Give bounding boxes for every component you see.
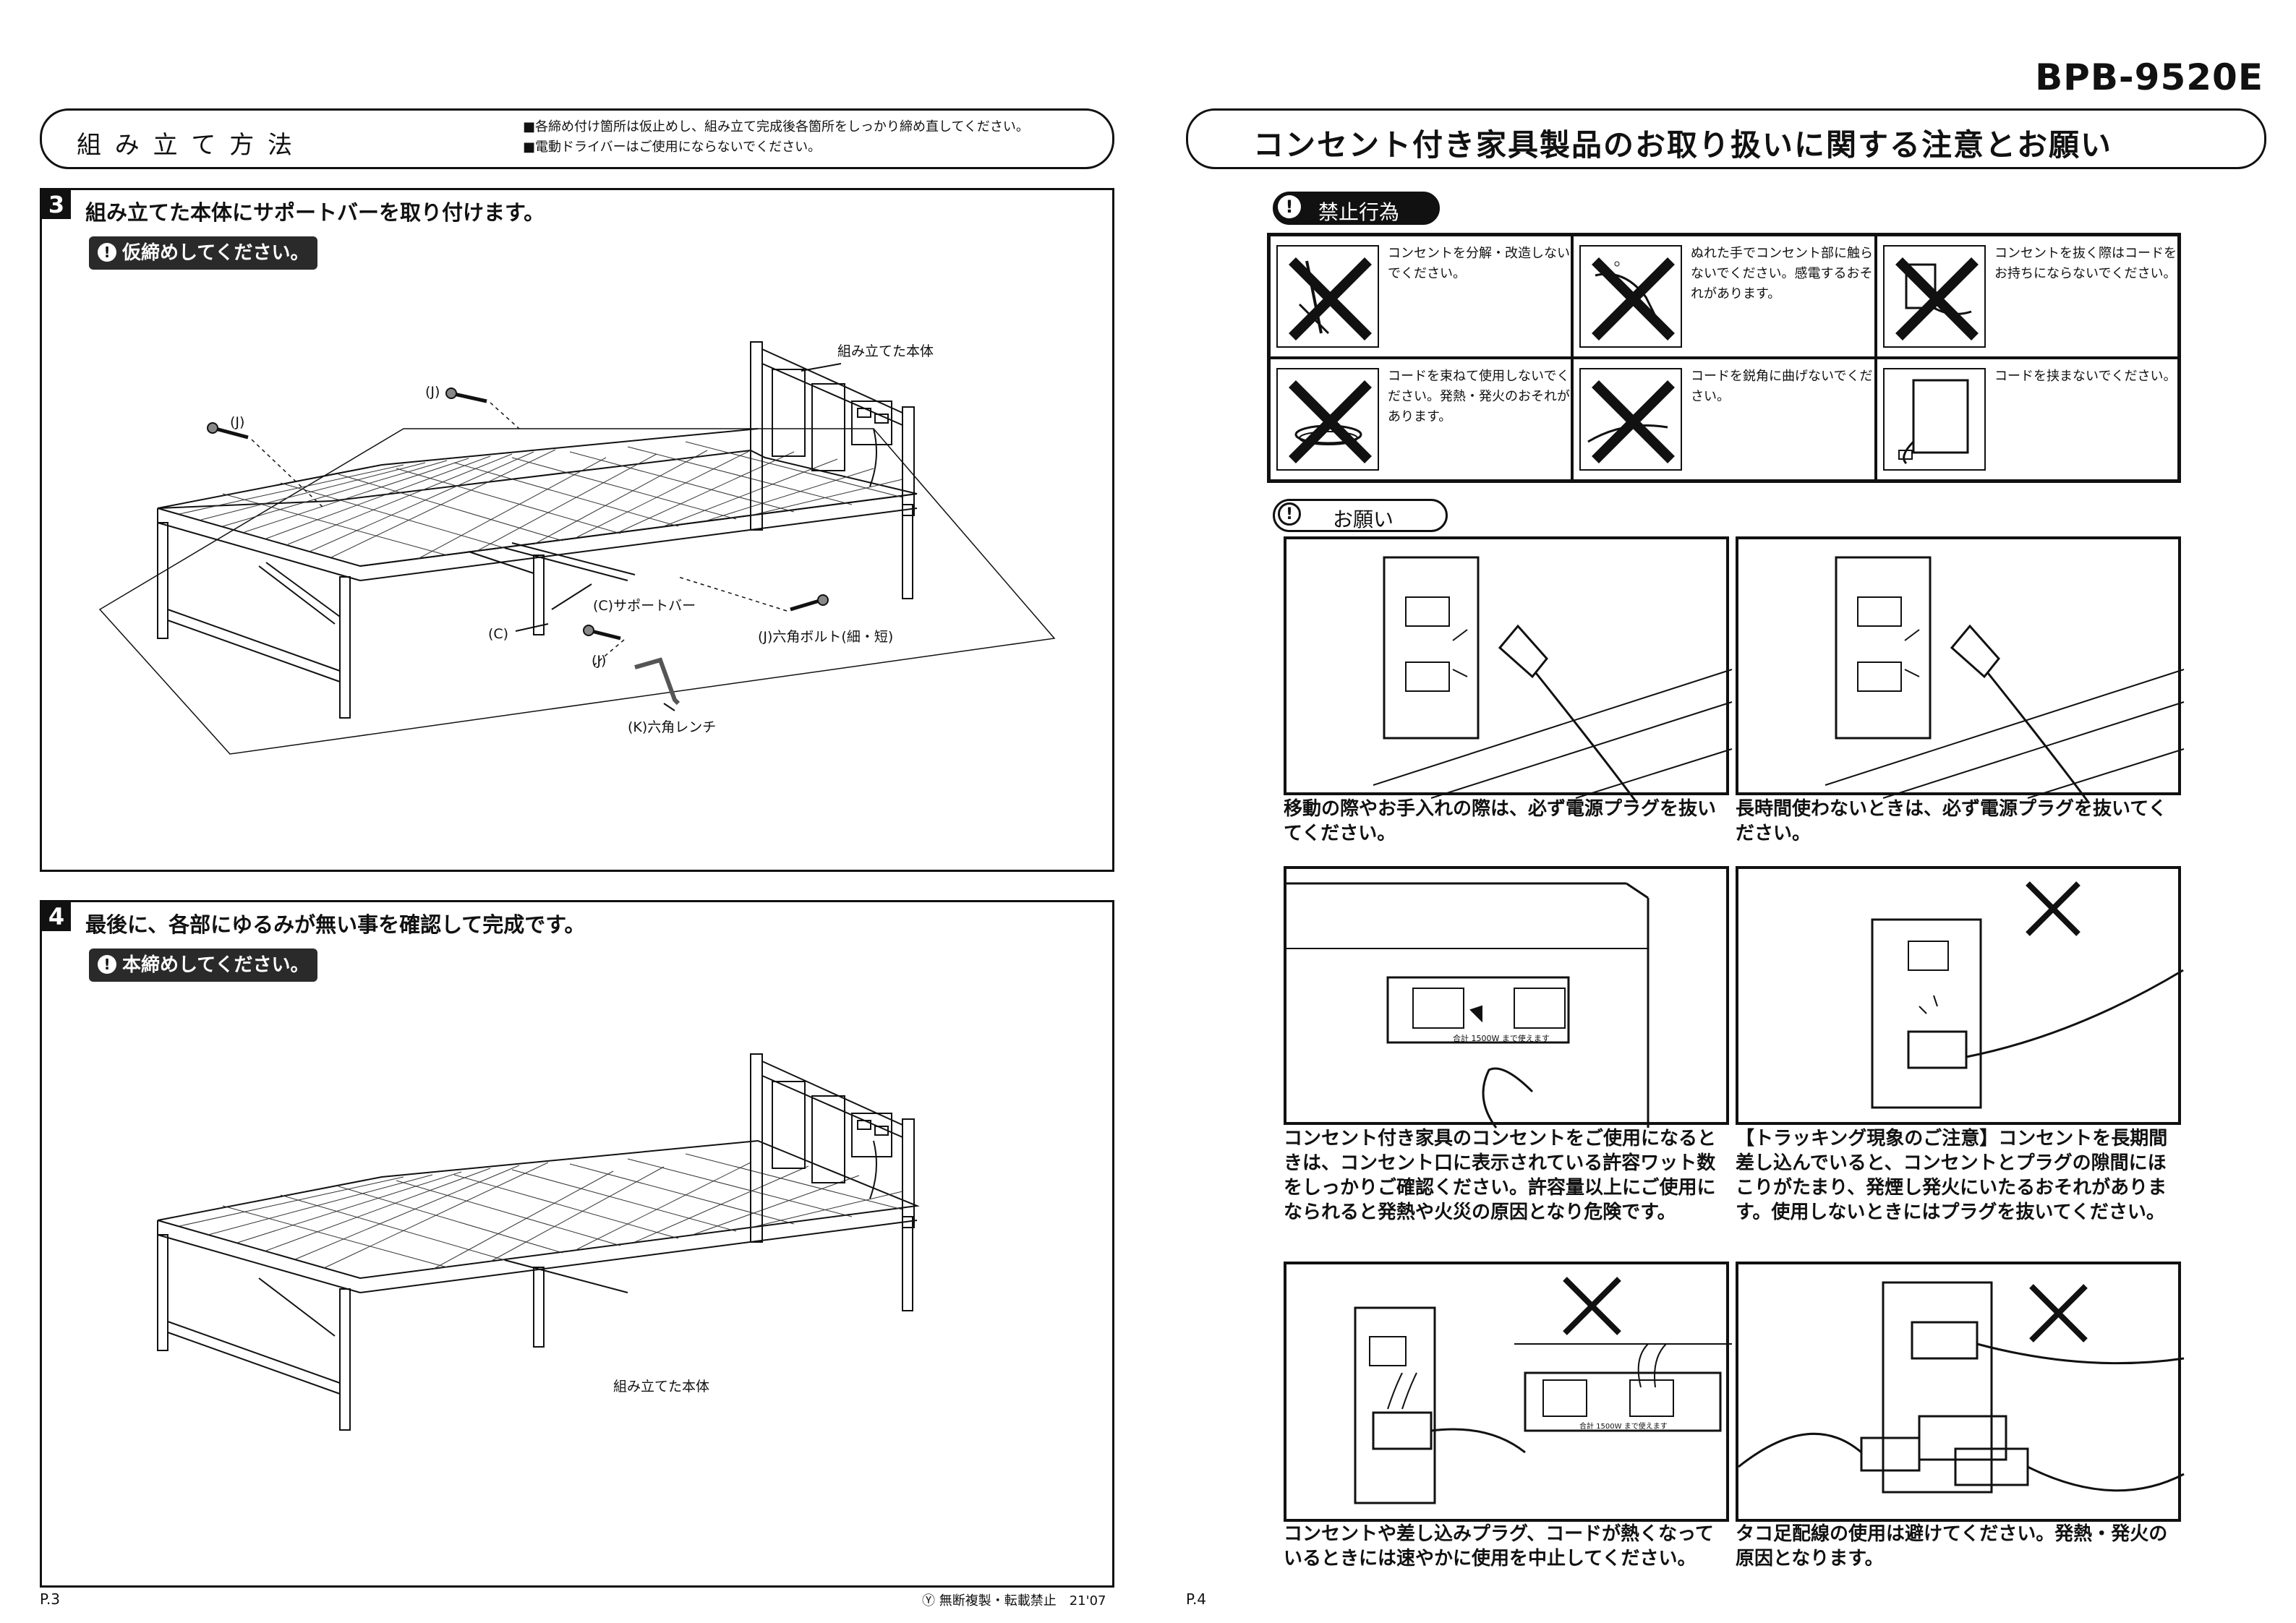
request-caption: コンセントや差し込みプラグ、コードが熱くなっているときには速やかに使用を中止して… bbox=[1284, 1523, 1714, 1570]
bed-assembly-illustration bbox=[98, 341, 1056, 755]
step4-title: 最後に、各部にゆるみが無い事を確認して完成です。 bbox=[85, 912, 586, 937]
screwdriver-icon bbox=[1276, 245, 1379, 348]
prohibited-text: コードを鋭角に曲げないでください。 bbox=[1691, 369, 1873, 404]
label-hex-wrench: (K)六角レンチ bbox=[628, 719, 717, 735]
step3-title: 組み立てた本体にサポートバーを取り付けます。 bbox=[85, 200, 545, 225]
label-body: 組み立てた本体 bbox=[837, 343, 934, 359]
exclamation-icon: ! bbox=[1278, 502, 1301, 526]
exclamation-icon: ! bbox=[98, 242, 116, 262]
left-header: 組 み 立 て 方 法 ■各締め付け箇所は仮止めし、組み立て完成後各箇所をしっか… bbox=[40, 108, 1114, 169]
prohibited-label: ! 禁止行為 bbox=[1273, 192, 1440, 225]
prohibited-item: コードを挟まないでください。 bbox=[1876, 358, 2179, 481]
pinched-cord-icon bbox=[1883, 368, 1986, 471]
prohibited-item: コンセントを分解・改造しないでください。 bbox=[1269, 235, 1572, 358]
right-header: コンセント付き家具製品のお取り扱いに関する注意とお願い bbox=[1186, 108, 2266, 169]
page-number-right: P.4 bbox=[1186, 1590, 1207, 1608]
prohibited-label-text: 禁止行為 bbox=[1318, 200, 1400, 224]
request-caption: タコ足配線の使用は避けてください。発熱・発火の原因となります。 bbox=[1736, 1523, 2168, 1570]
request-panel: 合計 1500W まで使えます bbox=[1284, 1262, 1732, 1522]
copyright-notice: Ⓨ 無断複製・転載禁止 21'07 bbox=[922, 1593, 1106, 1609]
step3-number: 3 bbox=[42, 190, 71, 219]
wet-hand-icon bbox=[1579, 245, 1682, 348]
request-caption: 長時間使わないときは、必ず電源プラグを抜いてください。 bbox=[1736, 798, 2167, 844]
request-caption: コンセント付き家具のコンセントをご使用になるときは、コンセント口に表示されている… bbox=[1284, 1128, 1717, 1223]
request-caption: 移動の際やお手入れの際は、必ず電源プラグを抜いてください。 bbox=[1284, 798, 1717, 844]
prohibited-item: ぬれた手でコンセント部に触らないでください。感電するおそれがあります。 bbox=[1572, 235, 1876, 358]
step3-box: 3 組み立てた本体にサポートバーを取り付けます。 ! 仮締めしてください。 bbox=[40, 188, 1114, 872]
bent-cord-icon bbox=[1579, 368, 1682, 471]
step4-tag: ! 本締めしてください。 bbox=[89, 948, 318, 982]
prohibited-text: コンセントを抜く際はコードをお持ちにならないでください。 bbox=[1994, 246, 2177, 281]
step3-tag-text: 仮締めしてください。 bbox=[122, 242, 310, 264]
step3-tag: ! 仮締めしてください。 bbox=[89, 236, 318, 270]
step4-box: 4 最後に、各部にゆるみが無い事を確認して完成です。 ! 本締めしてください。 bbox=[40, 900, 1114, 1588]
prohibited-text: ぬれた手でコンセント部に触らないでください。感電するおそれがあります。 bbox=[1691, 246, 1873, 301]
request-panel bbox=[1284, 536, 1733, 804]
assembly-note-1: ■各締め付け箇所は仮止めし、組み立て完成後各箇所をしっかり締め直してください。 bbox=[523, 119, 1029, 134]
prohibited-item: コンセントを抜く際はコードをお持ちにならないでください。 bbox=[1876, 235, 2179, 358]
label-c: (C) bbox=[488, 626, 509, 642]
prohibited-item: コードを鋭角に曲げないでください。 bbox=[1572, 358, 1876, 481]
completed-bed-illustration bbox=[157, 1053, 920, 1431]
step4-tag-text: 本締めしてください。 bbox=[122, 954, 310, 976]
label-j-top: (J) bbox=[425, 384, 440, 400]
request-panel: 合計 1500W まで使えます bbox=[1284, 866, 1729, 1129]
label-j-bottom: (J) bbox=[592, 653, 607, 669]
label-hex-bolt: (J)六角ボルト(細・短) bbox=[758, 629, 894, 645]
request-panel bbox=[1736, 866, 2184, 1125]
request-label-text: お願い bbox=[1333, 508, 1394, 531]
label-support-bar: (C)サポートバー bbox=[593, 598, 696, 614]
model-number: BPB-9520E bbox=[2035, 56, 2263, 98]
label-completed-body: 組み立てた本体 bbox=[613, 1379, 710, 1395]
pull-cord-icon bbox=[1883, 245, 1986, 348]
prohibited-grid: コンセントを分解・改造しないでください。 ぬれた手でコンセント部に触らないでくだ… bbox=[1267, 233, 2181, 483]
request-caption: 【トラッキング現象のご注意】コンセントを長期間差し込んでいると、コンセントとプラ… bbox=[1736, 1128, 2168, 1223]
prohibited-text: コードを束ねて使用しないでください。発熱・発火のおそれがあります。 bbox=[1388, 369, 1570, 424]
right-header-title: コンセント付き家具製品のお取り扱いに関する注意とお願い bbox=[1253, 127, 2113, 163]
step4-number: 4 bbox=[42, 902, 71, 931]
prohibited-item: コードを束ねて使用しないでください。発熱・発火のおそれがあります。 bbox=[1269, 358, 1572, 481]
bundled-cord-icon bbox=[1276, 368, 1379, 471]
label-j-left: (J) bbox=[230, 414, 245, 430]
assembly-note-2: ■電動ドライバーはご使用にならないでください。 bbox=[523, 140, 821, 155]
prohibited-text: コンセントを分解・改造しないでください。 bbox=[1388, 246, 1570, 281]
prohibited-text: コードを挟まないでください。 bbox=[1994, 369, 2177, 384]
page-number-left: P.3 bbox=[40, 1590, 61, 1608]
request-panel bbox=[1736, 536, 2185, 804]
request-label: ! お願い bbox=[1273, 499, 1448, 532]
outlet-wattage-label: 合計 1500W まで使えます bbox=[1453, 1034, 1550, 1043]
exclamation-icon: ! bbox=[98, 954, 116, 974]
left-header-title: 組 み 立 て 方 法 bbox=[77, 131, 296, 160]
request-panel bbox=[1736, 1262, 2185, 1522]
exclamation-icon: ! bbox=[1278, 195, 1301, 218]
outlet-wattage-label: 合計 1500W まで使えます bbox=[1579, 1423, 1668, 1431]
